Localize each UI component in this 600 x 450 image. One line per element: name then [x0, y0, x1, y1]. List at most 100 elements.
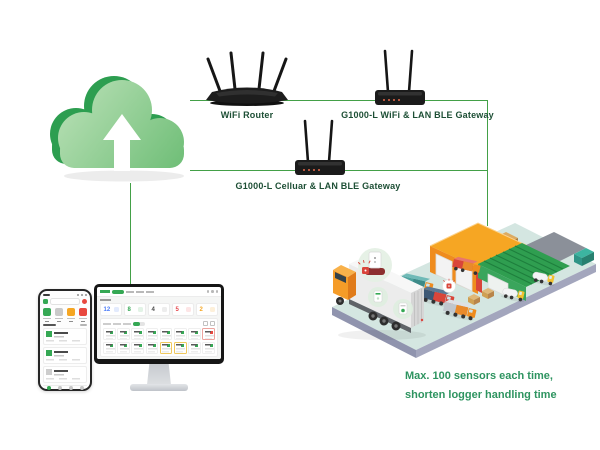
- phone-search-bar: [43, 298, 87, 305]
- stat-card-total: 12: [100, 303, 122, 316]
- sensor-card: [188, 341, 201, 354]
- sensor-card: [202, 341, 215, 354]
- desktop-monitor-mockup: 12 8 4 5 2: [94, 284, 224, 364]
- upload-arrow-icon: [103, 114, 141, 171]
- sensor-card: [103, 341, 116, 354]
- box-truck: [442, 299, 477, 321]
- caption-line-1: Max. 100 sensors each time,: [405, 370, 553, 382]
- tile-icon-green: [43, 308, 51, 316]
- tile-label: [67, 317, 75, 319]
- wifi-router-label: WiFi Router: [220, 110, 274, 120]
- box-truck: [452, 256, 481, 275]
- gateway-list-item-offline: [43, 366, 87, 383]
- phone-status-tiles: [43, 308, 87, 322]
- stat-value: 4: [151, 306, 155, 313]
- warehouse-scene: [332, 222, 596, 358]
- gateway-list-item: [43, 347, 87, 364]
- dashboard-screen: 12 8 4 5 2: [97, 287, 221, 359]
- stat-icon: [137, 307, 143, 312]
- sensor-card: [131, 328, 145, 341]
- stat-card-alarm: 5: [172, 303, 194, 316]
- tile-count: [45, 320, 49, 322]
- logger-device-icon: [368, 251, 382, 269]
- tanker-truck: [530, 271, 555, 286]
- tanker-truck: [500, 287, 525, 302]
- stat-value: 2: [199, 306, 203, 313]
- nav-item: [146, 290, 154, 293]
- sensor-filter-row: [103, 321, 215, 326]
- filter-field: [113, 322, 121, 325]
- gateway-wifi-label: G1000-L WiFi & LAN BLE Gateway: [341, 110, 494, 120]
- view-toggle: [133, 321, 145, 326]
- status-tile-alarm: [79, 308, 87, 322]
- tile-label: [55, 317, 63, 319]
- stat-icon: [113, 307, 119, 312]
- gateway-cellular-label: G1000-L Celluar & LAN BLE Gateway: [235, 181, 401, 191]
- stat-icon: [209, 307, 215, 312]
- truck-cab: [333, 265, 356, 277]
- sensor-callout: [368, 287, 388, 307]
- teal-crate: [574, 248, 594, 258]
- bell-icon: [206, 290, 209, 293]
- wifi-icon: [81, 294, 83, 296]
- monitor-stand-neck: [147, 363, 171, 385]
- sensor-card: [173, 328, 187, 341]
- prev-page-icon: [203, 321, 208, 326]
- stats-row: 12 8 4 5 2: [100, 303, 218, 316]
- stat-card-online: 8: [124, 303, 146, 316]
- stat-value: 5: [175, 306, 179, 313]
- profile-tab-icon: [79, 386, 84, 390]
- dashboard-body: 12 8 4 5 2: [97, 297, 221, 359]
- settings-icon: [211, 290, 214, 293]
- sensor-card: [159, 328, 173, 341]
- sensor-callout-alarm: [358, 248, 392, 282]
- sensor-callout: [393, 299, 413, 319]
- sensor-grid: [103, 328, 215, 354]
- logger-device-icon: [373, 290, 383, 303]
- next-page-icon: [210, 321, 215, 326]
- monitor-stand-base: [130, 384, 188, 391]
- stat-icon: [185, 307, 191, 312]
- gateway-cellular-icon: [295, 119, 345, 175]
- stat-value: 8: [127, 306, 131, 313]
- gray-back-roof: [524, 232, 586, 263]
- alarm-callout: [442, 278, 456, 293]
- phone-bottom-nav: [43, 385, 87, 390]
- windshield: [335, 272, 346, 283]
- sensor-panel: [100, 318, 218, 357]
- teal-crate-side: [582, 252, 594, 266]
- signal-icon: [77, 294, 79, 296]
- sensor-card-alert: [202, 328, 215, 341]
- tile-count: [57, 320, 61, 322]
- tile-icon-gray: [55, 308, 63, 316]
- gateway-list-item: [43, 328, 87, 345]
- app-logo-icon: [43, 299, 48, 304]
- stat-card-warning: 2: [196, 303, 218, 316]
- devices-tab-icon: [57, 386, 62, 390]
- section-title-text: [43, 324, 56, 326]
- status-tile-warning: [67, 308, 75, 322]
- sensor-card: [117, 341, 130, 354]
- cloud-upload-icon: [50, 76, 184, 182]
- status-tile-idle: [55, 308, 63, 322]
- dashboard-topbar: [97, 287, 221, 297]
- status-tile-normal: [43, 308, 51, 322]
- connector-gateways-to-warehouse: [487, 100, 488, 226]
- connector-cloud-to-monitor: [130, 183, 131, 286]
- sensor-card: [188, 328, 201, 341]
- sensor-card: [145, 341, 159, 354]
- gateway-wifi-icon: [375, 49, 425, 105]
- filter-field: [103, 322, 111, 325]
- tile-count: [69, 320, 73, 322]
- tile-label: [79, 317, 87, 319]
- stat-value: 12: [103, 306, 111, 313]
- search-input: [50, 298, 80, 305]
- connector-cloud-to-wifi-gateway: [190, 100, 487, 101]
- sensor-card-warning: [173, 341, 187, 354]
- filter-field: [123, 322, 131, 325]
- sensor-card: [131, 341, 145, 354]
- cargo-boxes: [468, 288, 494, 305]
- sensor-card: [103, 328, 116, 341]
- sensor-card: [145, 328, 159, 341]
- alert-badge: [82, 299, 87, 304]
